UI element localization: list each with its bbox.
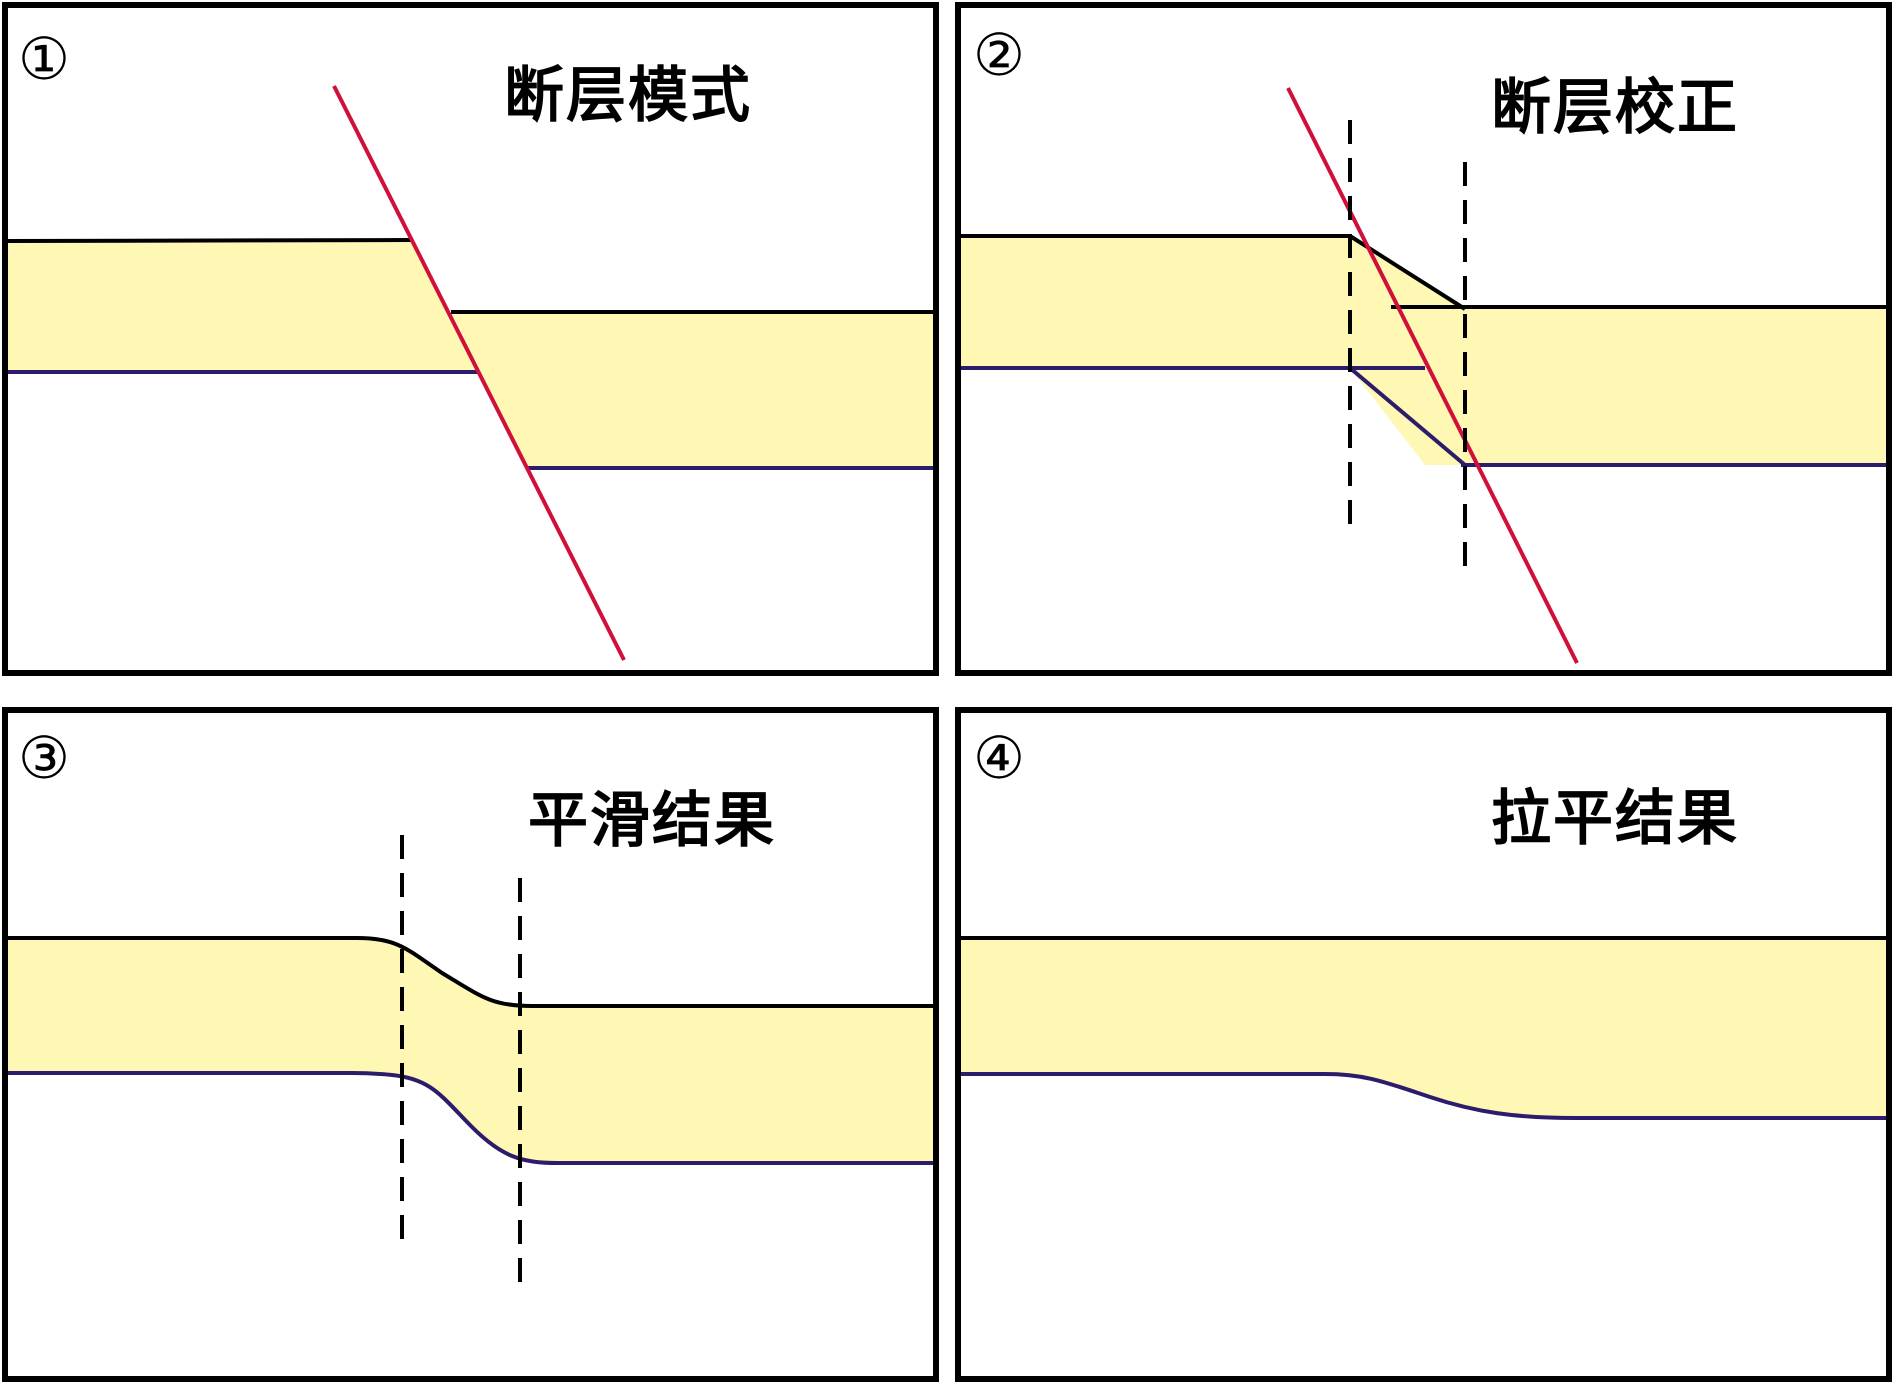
layer-fill-left: [961, 236, 1461, 465]
panel-title: 平滑结果: [528, 786, 776, 856]
panel-number: ①: [18, 25, 70, 93]
flattening-result-diagram: [961, 936, 1886, 1120]
layer-fill-right: [1391, 307, 1886, 465]
layer-fill: [8, 938, 933, 1163]
fault-line: [332, 85, 626, 661]
panel-title: 断层校正: [1491, 73, 1739, 143]
panel-number: ④: [973, 724, 1025, 792]
smoothing-result-diagram: [8, 835, 933, 1284]
panel-title: 拉平结果: [1491, 784, 1739, 854]
fault-line: [1286, 87, 1579, 664]
panel-title: 断层模式: [504, 61, 752, 131]
panel-flattening-result: ④ 拉平结果: [955, 707, 1892, 1382]
top-horizon-left: [8, 238, 412, 243]
panel-smoothing-result: ③ 平滑结果: [2, 707, 939, 1382]
fault-model-diagram: [8, 85, 933, 661]
layer-fill-left: [8, 240, 479, 372]
bottom-horizon: [961, 1072, 1886, 1120]
panel-fault-model: ① 断层模式: [2, 2, 939, 676]
fault-correction-diagram: [961, 87, 1886, 664]
panel-number: ②: [973, 21, 1025, 89]
layer-fill-right: [451, 312, 933, 468]
panel-fault-correction: ② 断层校正: [955, 2, 1892, 676]
bottom-horizon-corrected: [1348, 366, 1467, 467]
layer-fill: [961, 938, 1886, 1118]
top-horizon: [8, 936, 933, 1008]
panel-number: ③: [18, 724, 70, 792]
